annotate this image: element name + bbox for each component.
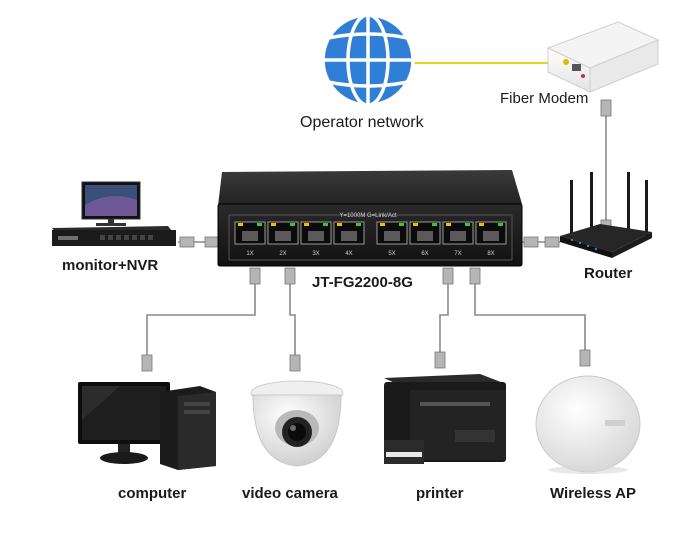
switch-led-legend: Y=1000M G=Link/Act [339,213,396,219]
computer-image [78,382,216,470]
network-switch: Y=1000M G=Link/Act 1X 2X 3X 4X 5X 6X 7X … [217,170,523,267]
switch-model-label: JT-FG2200-8G [312,274,413,291]
port-label: 6X [421,251,428,257]
monitor-nvr-label: monitor+NVR [62,257,159,274]
printer-image [384,374,506,464]
globe-icon [321,13,415,107]
video-camera-image [250,380,344,467]
operator-network-label: Operator network [300,114,424,131]
port-label: 7X [454,251,461,257]
port-label: 1X [246,251,253,257]
port-label: 3X [312,251,319,257]
port-label: 5X [388,251,395,257]
port-label: 4X [345,251,352,257]
wireless-ap-label: Wireless AP [550,485,637,502]
fiber-modem-image [546,21,660,93]
video-camera-label: video camera [242,485,338,502]
computer-label: computer [118,485,187,502]
router-image [560,172,652,258]
router-label: Router [584,265,633,282]
port-label: 8X [487,251,494,257]
monitor-nvr-image [52,181,176,246]
switch-leds [238,223,503,226]
port-label: 2X [279,251,286,257]
printer-label: printer [416,485,464,502]
wireless-ap-image [535,375,641,474]
fiber-modem-label: Fiber Modem [500,90,589,107]
